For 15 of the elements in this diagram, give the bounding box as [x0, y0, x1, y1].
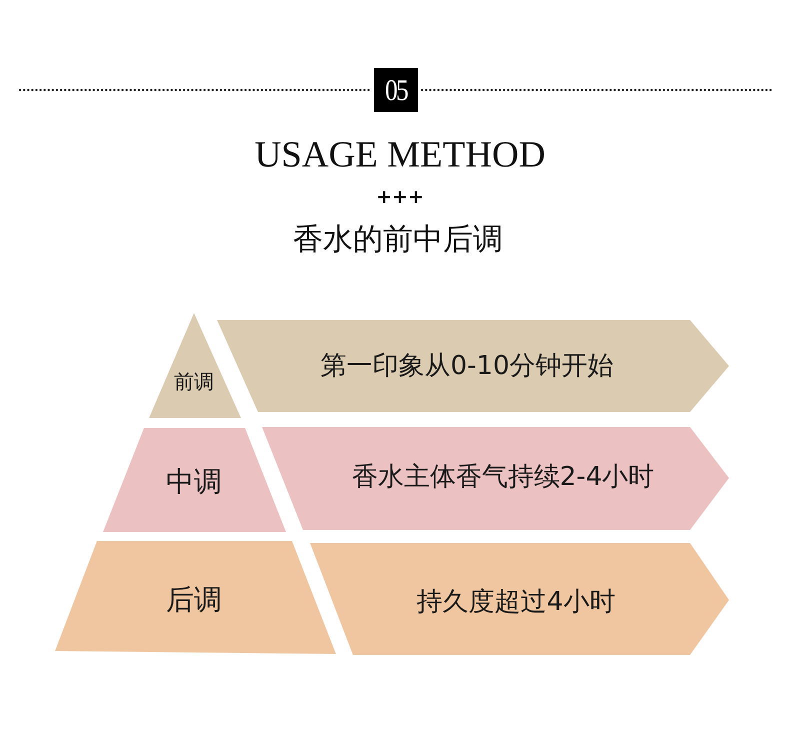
- banner-text: 持久度超过4小时: [416, 588, 616, 618]
- pyramid-tier: [55, 541, 336, 654]
- banner-text: 香水主体香气持续2-4小时: [352, 463, 654, 493]
- decorative-plus-signs: +++: [376, 187, 424, 209]
- banner-text: 第一印象从0-10分钟开始: [320, 352, 614, 382]
- tier-label: 后调: [166, 584, 222, 616]
- pyramid-tier: [149, 313, 241, 418]
- section-number: 05: [384, 74, 408, 108]
- arrow-banner: [310, 543, 729, 655]
- title: USAGE METHOD: [254, 134, 546, 178]
- number-badge: [374, 68, 418, 112]
- tier-label: 中调: [166, 466, 222, 498]
- subtitle: 香水的前中后调: [293, 222, 503, 258]
- tier-label: 前调: [174, 370, 214, 394]
- pyramid-tier: [103, 428, 286, 532]
